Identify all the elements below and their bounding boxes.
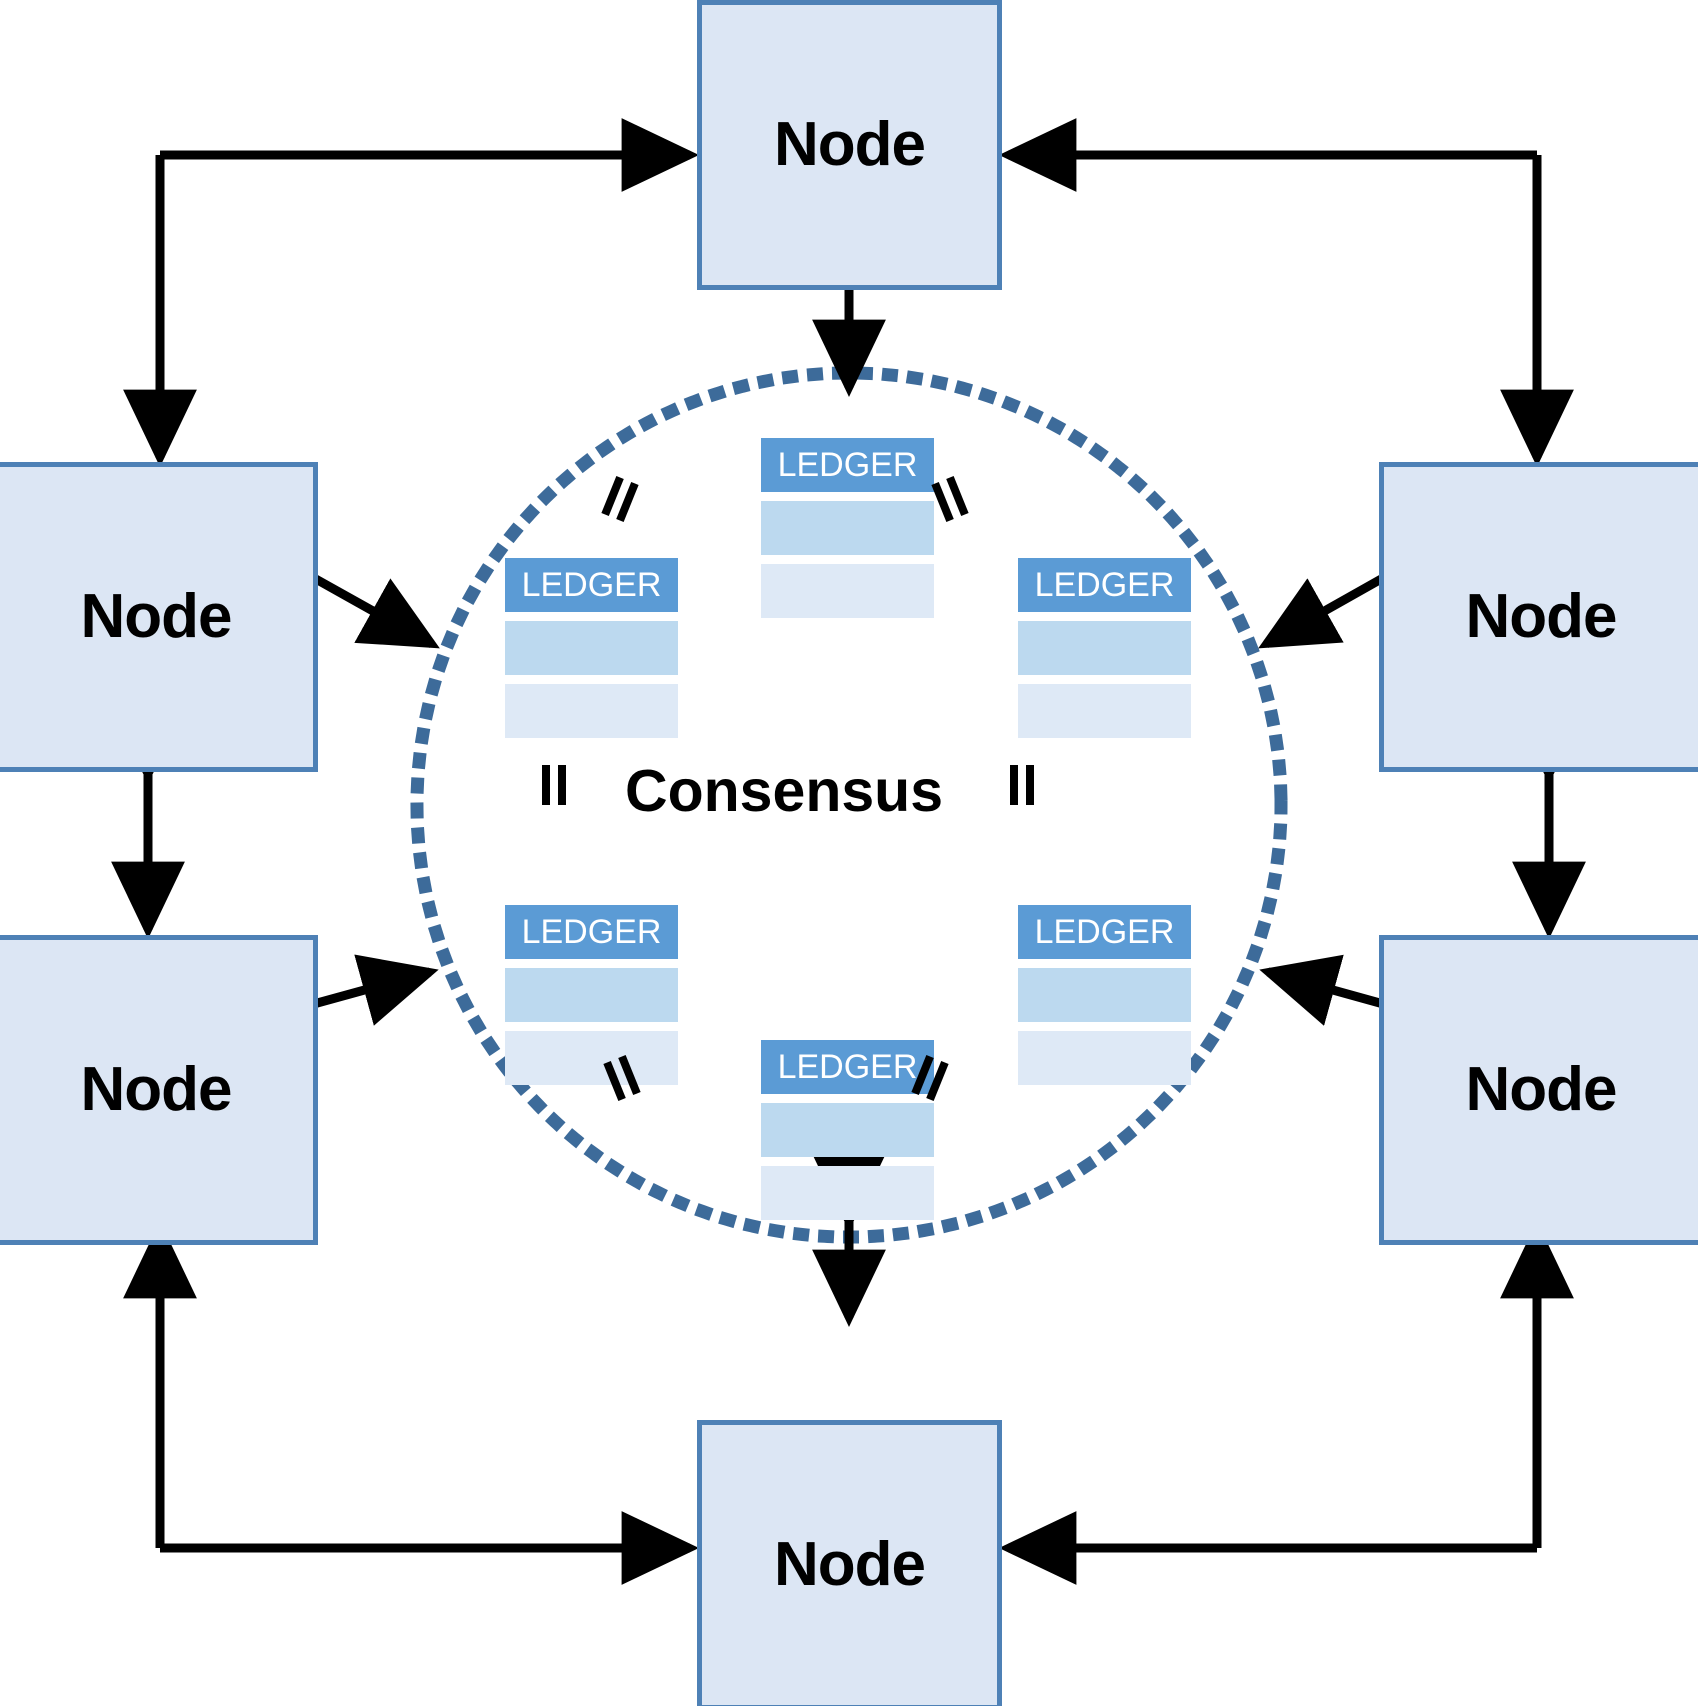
ledger-header-label: LEDGER	[1018, 558, 1191, 612]
ledger-left-upper[interactable]: LEDGER	[505, 558, 678, 738]
ledger-right-lower[interactable]: LEDGER	[1018, 905, 1191, 1085]
equals-mid-left-icon	[532, 763, 576, 807]
node-label: Node	[80, 582, 233, 651]
node-bottom[interactable]: Node	[697, 1420, 1002, 1706]
node-right-upper[interactable]: Node	[1379, 462, 1698, 772]
ledger-row-primary	[1018, 968, 1191, 1022]
ledger-left-lower[interactable]: LEDGER	[505, 905, 678, 1085]
node-top[interactable]: Node	[697, 0, 1002, 290]
ledger-header-label: LEDGER	[1018, 905, 1191, 959]
arrow-leftlower-to-consensus	[234, 954, 439, 1059]
node-label: Node	[1465, 1055, 1618, 1124]
arrow-rightlower-to-consensus	[1259, 954, 1463, 1059]
ledger-header-label: LEDGER	[761, 438, 934, 492]
ledger-row-primary	[505, 968, 678, 1022]
node-left-upper[interactable]: Node	[0, 462, 318, 772]
ledger-row-primary	[761, 501, 934, 555]
consensus-label: Consensus	[625, 758, 944, 824]
ledger-row-primary	[505, 621, 678, 675]
node-left-lower[interactable]: Node	[0, 935, 318, 1245]
node-right-lower[interactable]: Node	[1379, 935, 1698, 1245]
ledger-top[interactable]: LEDGER	[761, 438, 934, 618]
ledger-bottom[interactable]: LEDGER	[761, 1040, 934, 1220]
ledger-header-label: LEDGER	[505, 905, 678, 959]
node-label: Node	[774, 1530, 926, 1599]
ledger-row-secondary	[505, 1031, 678, 1085]
ledger-row-secondary	[761, 1166, 934, 1220]
node-label: Node	[80, 1055, 233, 1124]
ledger-row-primary	[761, 1103, 934, 1157]
equals-mid-right-icon	[1000, 763, 1044, 807]
arrow-leftupper-to-consensus	[236, 512, 440, 649]
ledger-right-upper[interactable]: LEDGER	[1018, 558, 1191, 738]
node-label: Node	[774, 110, 926, 179]
arrow-rightupper-to-consensus	[1258, 512, 1461, 649]
ledger-row-secondary	[1018, 684, 1191, 738]
ledger-row-secondary	[761, 564, 934, 618]
node-label: Node	[1465, 582, 1618, 651]
ledger-row-primary	[1018, 621, 1191, 675]
ledger-header-label: LEDGER	[761, 1040, 934, 1094]
ledger-row-secondary	[1018, 1031, 1191, 1085]
ledger-header-label: LEDGER	[505, 558, 678, 612]
ledger-row-secondary	[505, 684, 678, 738]
